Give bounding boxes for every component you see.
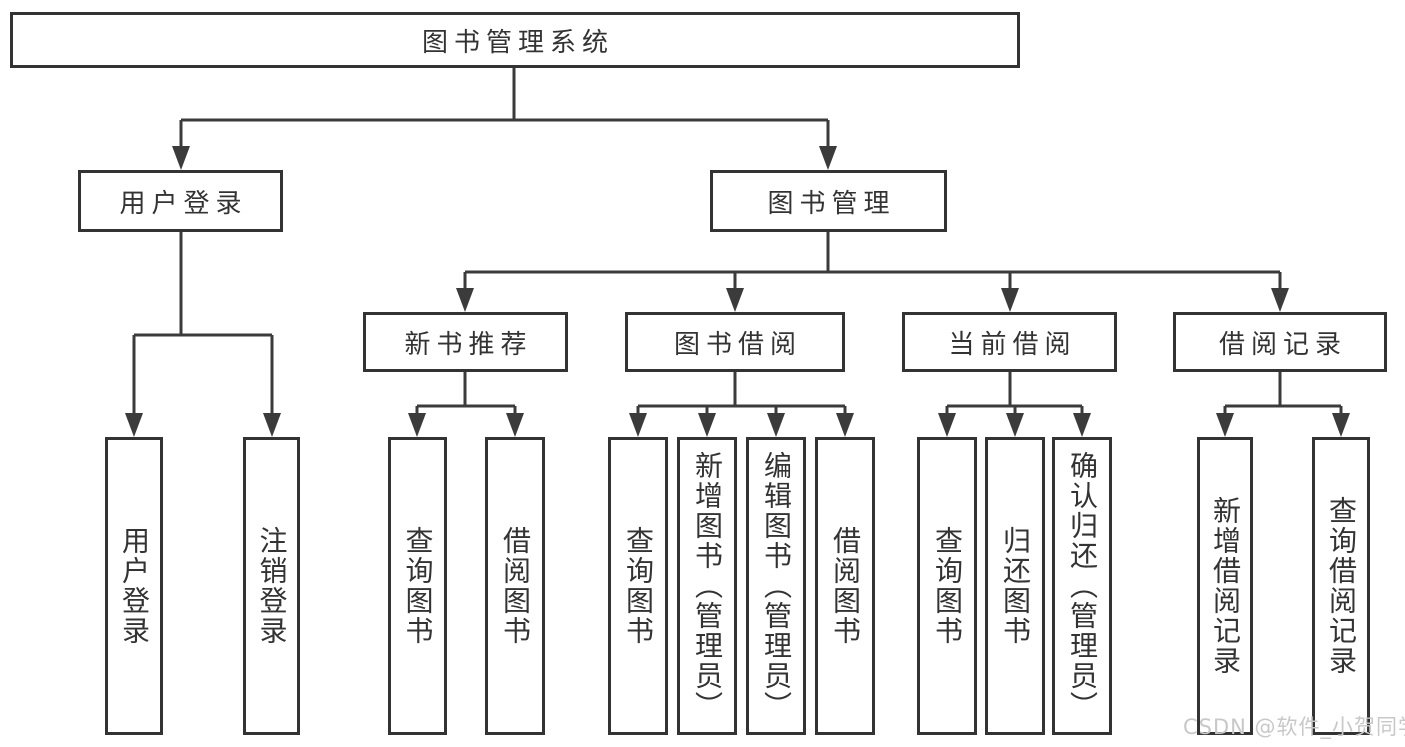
leaf-user-login-label: 用户登录: [118, 526, 151, 646]
leaf-edit-books-admin: 编辑图书（管理员）: [746, 437, 806, 735]
node-book-borrowing: 图书借阅: [625, 312, 845, 372]
leaf-borrowing-query-books: 查询图书: [608, 437, 668, 735]
leaf-confirm-return-admin: 确认归还（管理员）: [1052, 437, 1112, 735]
leaf-borrowing-borrow-books: 借阅图书: [815, 437, 875, 735]
leaf-return-books: 归还图书: [985, 437, 1045, 735]
node-library-management-system: 图书管理系统: [10, 12, 1020, 68]
leaf-newbooks-borrow-books-label: 借阅图书: [499, 526, 532, 646]
leaf-current-query-books-label: 查询图书: [931, 526, 964, 646]
leaf-add-books-admin-label: 新增图书（管理员）: [691, 451, 724, 721]
node-user-login: 用户登录: [78, 170, 283, 232]
leaf-borrowing-borrow-books-label: 借阅图书: [829, 526, 862, 646]
leaf-query-borrow-record: 查询借阅记录: [1312, 437, 1370, 735]
node-current-borrowing: 当前借阅: [902, 312, 1117, 372]
node-new-book-recommendation: 新书推荐: [363, 312, 568, 372]
csdn-watermark: CSDN @软件_小贺同学: [1183, 715, 1405, 739]
leaf-user-login: 用户登录: [105, 437, 163, 735]
leaf-newbooks-borrow-books: 借阅图书: [485, 437, 545, 735]
leaf-query-borrow-record-label: 查询借阅记录: [1325, 496, 1358, 676]
leaf-newbooks-query-books: 查询图书: [388, 437, 447, 735]
leaf-return-books-label: 归还图书: [999, 526, 1032, 646]
node-borrowing-records: 借阅记录: [1173, 312, 1387, 372]
leaf-add-books-admin: 新增图书（管理员）: [677, 437, 737, 735]
leaf-logout-login-label: 注销登录: [255, 526, 289, 646]
leaf-add-borrow-record-label: 新增借阅记录: [1209, 496, 1242, 676]
leaf-borrowing-query-books-label: 查询图书: [622, 526, 655, 646]
leaf-logout-login: 注销登录: [243, 437, 300, 735]
leaf-add-borrow-record: 新增借阅记录: [1197, 437, 1253, 735]
leaf-current-query-books: 查询图书: [917, 437, 977, 735]
leaf-confirm-return-admin-label: 确认归还（管理员）: [1066, 451, 1099, 721]
node-book-management: 图书管理: [710, 170, 947, 232]
leaf-newbooks-query-books-label: 查询图书: [401, 526, 435, 646]
leaf-edit-books-admin-label: 编辑图书（管理员）: [760, 451, 793, 721]
